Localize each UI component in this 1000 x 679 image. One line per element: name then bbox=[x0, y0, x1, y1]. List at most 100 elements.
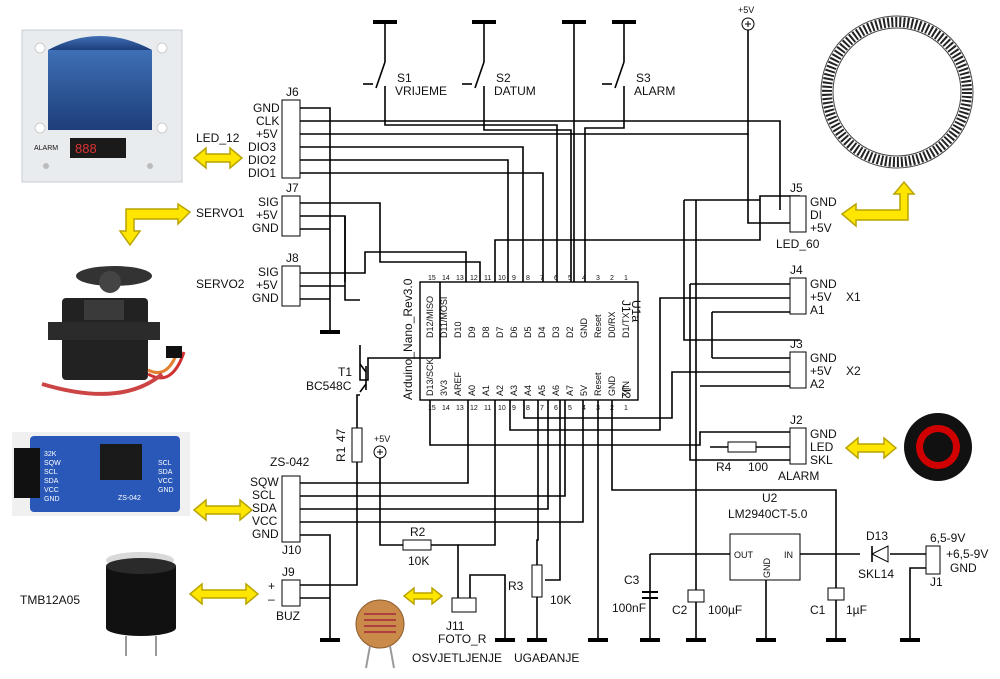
arduino-bottom-pin-number: 4 bbox=[582, 405, 586, 412]
arduino-top-pin-number: 4 bbox=[582, 275, 586, 282]
svg-text:S1: S1 bbox=[397, 71, 412, 85]
arduino-bottom-pin-label: A6 bbox=[551, 385, 561, 396]
svg-text:ZS-042: ZS-042 bbox=[270, 455, 310, 469]
arduino-top-pin-label: D0/RX bbox=[607, 311, 617, 338]
svg-text:J1: J1 bbox=[930, 575, 943, 589]
arduino-top-pin-number: 8 bbox=[526, 275, 530, 282]
arduino-top-pin-label: D4 bbox=[537, 326, 547, 338]
arduino-bottom-pin-label: A5 bbox=[537, 385, 547, 396]
arduino-bottom-pin-label: A1 bbox=[481, 385, 491, 396]
rtc-arrow bbox=[192, 498, 254, 522]
buzzer-arrow bbox=[188, 582, 260, 606]
arduino-top-pin-label: Reset bbox=[593, 314, 603, 338]
arduino-top-pin-label: D3 bbox=[551, 326, 561, 338]
svg-text:SKL14: SKL14 bbox=[858, 567, 894, 581]
alarm-button-photo bbox=[904, 413, 972, 481]
svg-text:GND: GND bbox=[810, 351, 837, 365]
svg-text:GND: GND bbox=[253, 101, 280, 115]
svg-text:C1: C1 bbox=[810, 603, 826, 617]
arduino-top-pin-label: D2 bbox=[565, 326, 575, 338]
switch-s1: S1 VRIJEME bbox=[363, 22, 447, 120]
svg-text:X1: X1 bbox=[846, 290, 861, 304]
connector-j1: 6,5-9V +6,5-9V GND J1 bbox=[925, 531, 988, 589]
svg-text:GND: GND bbox=[810, 427, 837, 441]
r3-name: UGAĐANJE bbox=[514, 651, 579, 665]
svg-text:ZS-042: ZS-042 bbox=[118, 495, 141, 502]
svg-text:SKL: SKL bbox=[810, 453, 833, 467]
led60-arrow bbox=[840, 180, 916, 228]
svg-text:LED: LED bbox=[810, 440, 834, 454]
ground-symbols bbox=[320, 330, 920, 642]
arduino-top-pin-label: GND bbox=[579, 318, 589, 339]
arduino-j1: J1 bbox=[619, 300, 633, 313]
arduino-name: Arduino_Nano_Rev3.0 bbox=[401, 278, 415, 400]
svg-text:T1: T1 bbox=[338, 365, 352, 379]
arduino-top-pin-number: 14 bbox=[442, 275, 450, 282]
diode-d13: D13 SKL14 bbox=[858, 529, 894, 581]
arduino-top-pin-number: 2 bbox=[610, 275, 614, 282]
arduino-bottom-pin-number: 15 bbox=[428, 405, 436, 412]
arduino-top-pin-number: 3 bbox=[596, 275, 600, 282]
arduino-bottom-pin-label: 3V3 bbox=[439, 380, 449, 396]
vcc-label-mid: +5V bbox=[374, 434, 390, 444]
transistor-t1: T1 BC548C bbox=[306, 363, 367, 393]
led12-module-photo: 888 ALARM bbox=[21, 29, 183, 183]
svg-text:LED_60: LED_60 bbox=[776, 237, 820, 251]
switch-s3: S3 ALARM bbox=[602, 22, 675, 120]
svg-text:DATUM: DATUM bbox=[494, 84, 536, 98]
svg-text:+5V: +5V bbox=[810, 290, 832, 304]
svg-text:U2: U2 bbox=[762, 491, 778, 505]
svg-text:IN: IN bbox=[784, 550, 793, 560]
svg-text:+5V: +5V bbox=[256, 278, 278, 292]
svg-text:DIO1: DIO1 bbox=[248, 166, 276, 180]
capacitor-c3: C3 100nF bbox=[612, 573, 658, 615]
svg-text:C2: C2 bbox=[672, 603, 688, 617]
svg-text:+5V: +5V bbox=[256, 127, 278, 141]
capacitor-c2: C2 100µF bbox=[672, 589, 742, 617]
svg-text:J10: J10 bbox=[282, 543, 302, 557]
svg-text:J9: J9 bbox=[282, 565, 295, 579]
connector-j6: J6 GND CLK +5V DIO3 DIO2 DIO1 bbox=[248, 85, 301, 180]
arduino-top-pin-number: 7 bbox=[540, 275, 544, 282]
svg-text:SDA: SDA bbox=[44, 478, 59, 485]
arduino-bottom-pin-label: A3 bbox=[509, 385, 519, 396]
servo1-arrow bbox=[118, 202, 192, 247]
arduino-top-pin-label: D5 bbox=[523, 326, 533, 338]
r2-ref: R2 bbox=[410, 525, 426, 539]
arduino-bottom-pin-label: 5V bbox=[579, 385, 589, 396]
vcc-symbol-top: +5V bbox=[738, 5, 755, 31]
buzzer-label: TMB12A05 bbox=[20, 593, 80, 607]
svg-text:6,5-9V: 6,5-9V bbox=[930, 531, 965, 545]
svg-text:GND: GND bbox=[762, 558, 772, 579]
svg-text:SCL: SCL bbox=[158, 460, 172, 467]
svg-text:GND: GND bbox=[252, 291, 279, 305]
svg-text:SDA: SDA bbox=[158, 469, 173, 476]
svg-text:BC548C: BC548C bbox=[306, 379, 352, 393]
svg-text:DI: DI bbox=[810, 208, 822, 222]
arduino-j2: J2 bbox=[619, 386, 633, 399]
svg-text:GND: GND bbox=[252, 527, 279, 541]
arduino-bottom-pin-label: Reset bbox=[593, 372, 603, 396]
servo1-label: SERVO1 bbox=[196, 206, 245, 220]
svg-text:GND: GND bbox=[810, 277, 837, 291]
svg-text:J3: J3 bbox=[790, 337, 803, 351]
arduino-top-pin-label: D1/TX bbox=[621, 312, 631, 338]
switch-s2: S2 DATUM bbox=[462, 22, 536, 120]
ldr-photo bbox=[355, 599, 405, 669]
svg-text:DIO2: DIO2 bbox=[248, 153, 276, 167]
svg-text:+5V: +5V bbox=[256, 208, 278, 222]
svg-text:+5V: +5V bbox=[810, 221, 832, 235]
j11-ref: J11 bbox=[446, 619, 465, 633]
svg-text:D13: D13 bbox=[866, 529, 888, 543]
svg-text:32K: 32K bbox=[44, 451, 57, 458]
svg-text:GND: GND bbox=[950, 561, 977, 575]
arduino-bottom-pin-label: A2 bbox=[495, 385, 505, 396]
arduino-bottom-pin-number: 1 bbox=[624, 405, 628, 412]
servo-photo bbox=[41, 266, 186, 396]
connector-j9: J9 + – BUZ bbox=[268, 565, 301, 623]
arduino-top-pin-labels: D12/MISO15D11/MOSI14D1013D912D811D710D69… bbox=[425, 275, 631, 338]
arduino-bottom-pin-label: A4 bbox=[523, 385, 533, 396]
arduino-top-pin-number: 9 bbox=[512, 275, 516, 282]
arduino-top-pin-label: D11/MOSI bbox=[439, 297, 449, 338]
